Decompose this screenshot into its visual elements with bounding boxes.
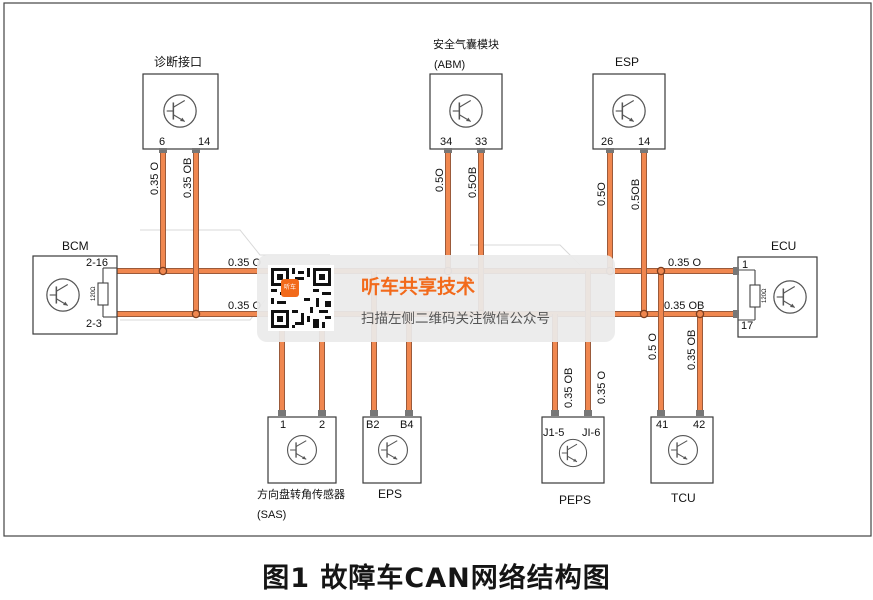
esp-name: ESP: [615, 55, 639, 69]
pin-label: 2-3: [86, 318, 102, 330]
wire-label: 0.35 OB: [686, 330, 698, 370]
pin-label: 41: [656, 419, 668, 431]
wire-label: 0.35 OB: [664, 300, 704, 312]
wire-label: 0.35 OB: [563, 368, 575, 408]
pin-label: 17: [741, 320, 753, 332]
pin-label: 14: [198, 136, 210, 148]
tcu-module-box: [650, 416, 714, 484]
bcm-resistor-label: 120Ω: [91, 286, 97, 301]
watermark-title: 听车共享技术: [361, 276, 476, 298]
pin-label: 2-16: [86, 257, 108, 269]
pin-label: 42: [693, 419, 705, 431]
peps-module-box: [541, 416, 605, 484]
wire-label: 0.35 O: [596, 371, 608, 404]
connector-stubs: [159, 148, 739, 416]
figure-caption: 图1 故障车CAN网络结构图: [262, 563, 611, 594]
wire-label: 0.35 O: [228, 300, 261, 312]
pin-label: 1: [742, 259, 748, 271]
pin-label: B2: [366, 419, 379, 431]
pin-label: J1-5: [543, 427, 564, 439]
pin-label: 14: [638, 136, 650, 148]
sas-module-box: [267, 416, 337, 484]
pin-label: 33: [475, 136, 487, 148]
ecu-name: ECU: [771, 239, 796, 253]
pin-label: 6: [159, 136, 165, 148]
wire-label: 0.5OB: [467, 167, 479, 198]
wire-label: 0.35 O: [228, 257, 261, 269]
watermark-subtitle: 扫描左侧二维码关注微信公众号: [361, 311, 550, 327]
diag-module-box: [142, 73, 219, 150]
tcu-name: TCU: [671, 491, 696, 505]
wire-label: 0.5 O: [647, 333, 659, 360]
wire-label: 0.5O: [434, 168, 446, 192]
sas-name-line2: (SAS): [257, 509, 286, 521]
watermark-banner: 听车 听车共享技术 扫描左侧二维码关注微信公众号: [257, 255, 615, 342]
wire-label: 0.5O: [596, 182, 608, 206]
diagram-frame: [3, 2, 872, 537]
wire-label: 0.35 O: [668, 257, 701, 269]
abm-name-line1: 安全气囊模块: [433, 37, 499, 51]
wire-label: 0.5OB: [630, 179, 642, 210]
wire-labels: 0.35 O 0.35 OB 0.5O 0.5OB 0.5O 0.5OB 0.3…: [149, 158, 704, 408]
pin-label: B4: [400, 419, 413, 431]
abm-name-line2: (ABM): [434, 59, 465, 71]
pin-labels: 6 14 34 33 26 14 2-16 2-3 1 17 1 2 B2 B4…: [86, 136, 753, 439]
pin-label: 26: [601, 136, 613, 148]
wire-label: 0.35 O: [149, 162, 161, 195]
pin-label: JI-6: [582, 427, 600, 439]
pin-label: 1: [280, 419, 286, 431]
modules: [32, 73, 818, 484]
esp-module-box: [592, 73, 666, 150]
pin-label: 34: [440, 136, 452, 148]
bcm-name: BCM: [62, 239, 89, 253]
pin-label: 2: [319, 419, 325, 431]
bcm-resistor: [97, 267, 117, 318]
eps-name: EPS: [378, 487, 402, 501]
peps-name: PEPS: [559, 493, 591, 507]
module-names: 诊断接口 安全气囊模块 (ABM) ESP BCM ECU 方向盘转角传感器 (…: [62, 37, 796, 521]
diag-name: 诊断接口: [154, 54, 202, 69]
ecu-resistor-label: 120Ω: [762, 288, 768, 303]
qr-code-icon: [268, 265, 334, 331]
wire-label: 0.35 OB: [182, 158, 194, 198]
eps-module-box: [362, 416, 422, 484]
ecu-resistor: [738, 269, 761, 321]
abm-module-box: [429, 73, 503, 150]
sas-name-line1: 方向盘转角传感器: [257, 487, 345, 501]
brand-logo-icon: 听车: [281, 279, 299, 297]
